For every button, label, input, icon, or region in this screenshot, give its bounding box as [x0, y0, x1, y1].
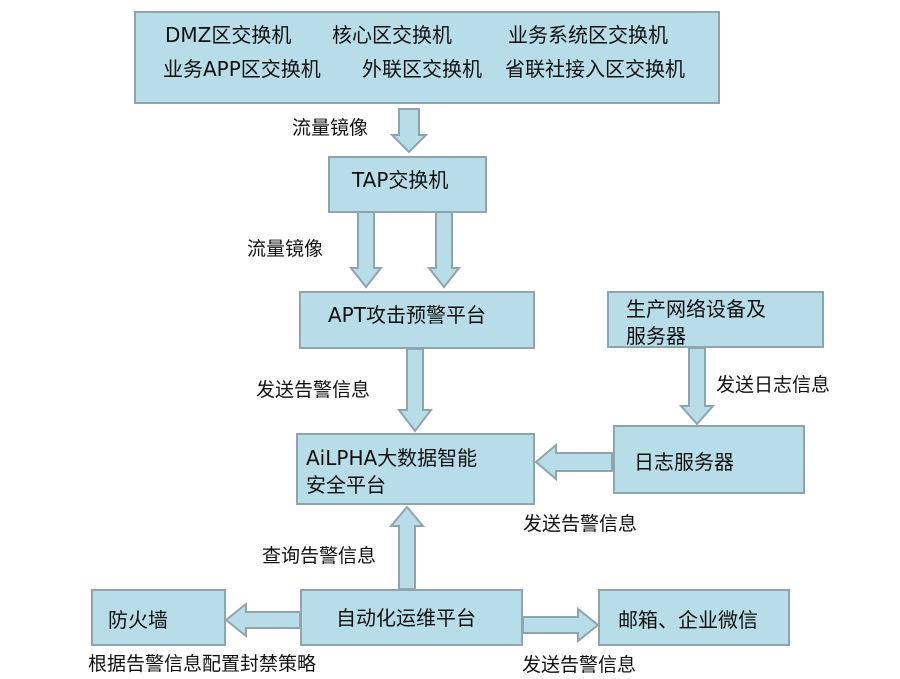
auto-ops-platform-label: 自动化运维平台	[336, 606, 476, 630]
arrow-auto-to-mail	[522, 606, 600, 644]
tap-switch-box	[328, 156, 487, 213]
send-alert-mail-label: 发送告警信息	[522, 654, 637, 676]
send-alert-log-label: 发送告警信息	[523, 513, 638, 535]
arrow-apt-to-ailpha	[396, 348, 434, 433]
core-switch-label: 核心区交换机	[332, 23, 452, 47]
arrow-auto-to-firewall	[224, 601, 301, 639]
mail-wechat-label: 邮箱、企业微信	[618, 608, 758, 632]
arrow-tap-to-apt-right	[426, 211, 462, 289]
block-policy-label: 根据告警信息配置封禁策略	[88, 653, 317, 675]
production-devices-label-line1: 生产网络设备及	[626, 297, 766, 321]
ailpha-platform-box	[296, 433, 535, 505]
traffic-mirror-label-1: 流量镜像	[292, 117, 369, 139]
province-access-switch-label: 省联社接入区交换机	[505, 57, 685, 81]
query-alert-label: 查询告警信息	[262, 545, 377, 567]
firewall-label: 防火墙	[108, 608, 168, 632]
arrow-log-to-ailpha	[534, 442, 613, 482]
business-app-switch-label: 业务APP区交换机	[163, 57, 321, 81]
auto-ops-platform-box	[300, 589, 523, 646]
switch-group-box	[134, 11, 720, 104]
arrow-tap-to-apt-left	[348, 211, 384, 289]
ailpha-platform-label-line1: AiLPHA大数据智能	[306, 446, 478, 470]
send-log-label: 发送日志信息	[716, 374, 831, 396]
mail-wechat-box	[598, 589, 790, 646]
dmz-switch-label: DMZ区交换机	[165, 23, 292, 47]
log-server-label: 日志服务器	[634, 450, 734, 474]
arrow-top-to-tap	[389, 108, 429, 154]
send-alert-apt-label: 发送告警信息	[256, 379, 371, 401]
arrow-prod-to-log	[678, 347, 716, 426]
firewall-box	[91, 589, 226, 646]
external-switch-label: 外联区交换机	[362, 57, 482, 81]
business-system-switch-label: 业务系统区交换机	[508, 23, 668, 47]
arrow-auto-to-ailpha	[388, 505, 426, 590]
ailpha-platform-label-line2: 安全平台	[306, 473, 386, 497]
tap-switch-label: TAP交换机	[352, 168, 449, 192]
log-server-box	[613, 425, 805, 494]
apt-platform-box	[299, 291, 535, 349]
traffic-mirror-label-2: 流量镜像	[247, 238, 324, 260]
production-devices-box	[607, 291, 824, 348]
apt-platform-label: APT攻击预警平台	[328, 303, 486, 327]
production-devices-label-line2: 服务器	[626, 324, 686, 348]
